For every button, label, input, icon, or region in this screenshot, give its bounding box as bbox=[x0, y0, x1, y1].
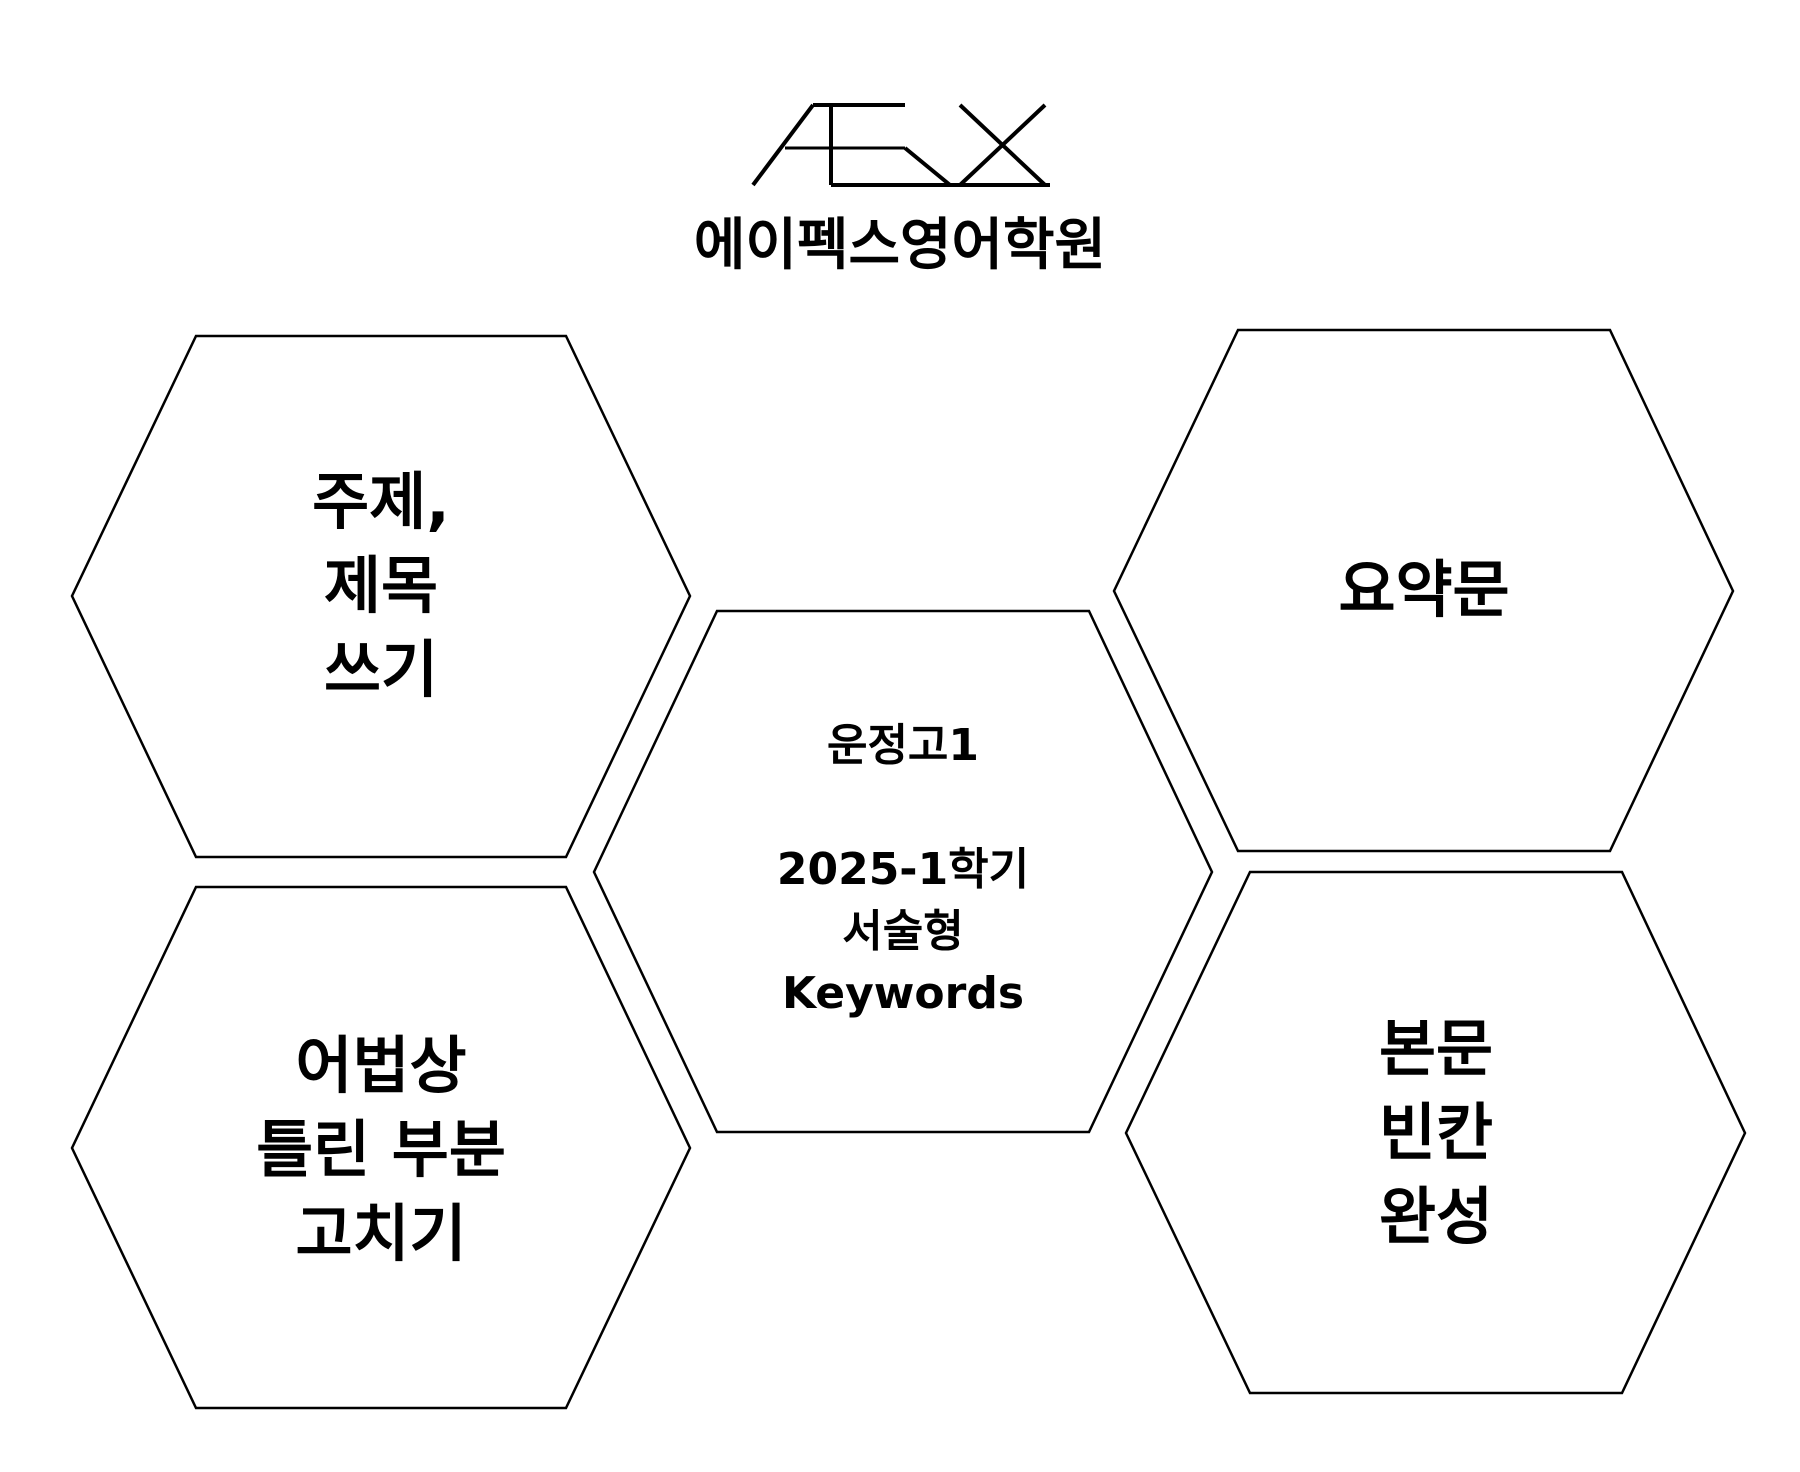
label-center-title: 운정고1 2025-1학기 서술형 Keywords bbox=[660, 700, 1146, 1040]
apex-logo bbox=[751, 103, 1050, 187]
label-line: 본문 bbox=[1378, 1012, 1494, 1085]
hexagon-center bbox=[592, 609, 1214, 1134]
label-line: 빈칸 bbox=[1378, 1096, 1494, 1169]
label-fill-blank: 본문 빈칸 완성 bbox=[1250, 995, 1622, 1271]
label-line: 완성 bbox=[1378, 1180, 1494, 1253]
semester: 2025-1학기 bbox=[776, 844, 1030, 895]
label-grammar-correction: 어법상 틀린 부분 고치기 bbox=[150, 1000, 612, 1300]
label-line: 어법상 bbox=[295, 1029, 467, 1102]
label-topic-title-writing: 주제, 제목 쓰기 bbox=[196, 436, 566, 736]
hexagon-top-left bbox=[70, 334, 692, 859]
label-line: 제목 bbox=[323, 549, 439, 622]
hexagon-top-right bbox=[1112, 328, 1735, 853]
label-line: 주제, bbox=[312, 465, 450, 538]
academy-name: 에이펙스영어학원 bbox=[693, 213, 1107, 278]
keywords-label: Keywords bbox=[781, 968, 1025, 1019]
label-summary: 요약문 bbox=[1238, 540, 1610, 640]
hexagon-bottom-right bbox=[1124, 870, 1747, 1395]
label-line: 요약문 bbox=[1338, 553, 1510, 626]
school-name: 운정고1 bbox=[826, 720, 980, 771]
label-line: 틀린 부분 bbox=[256, 1113, 506, 1186]
hexagon-bottom-left bbox=[70, 885, 692, 1410]
exam-type: 서술형 bbox=[842, 906, 964, 957]
label-line: 쓰기 bbox=[323, 633, 439, 706]
label-line: 고치기 bbox=[295, 1197, 467, 1270]
